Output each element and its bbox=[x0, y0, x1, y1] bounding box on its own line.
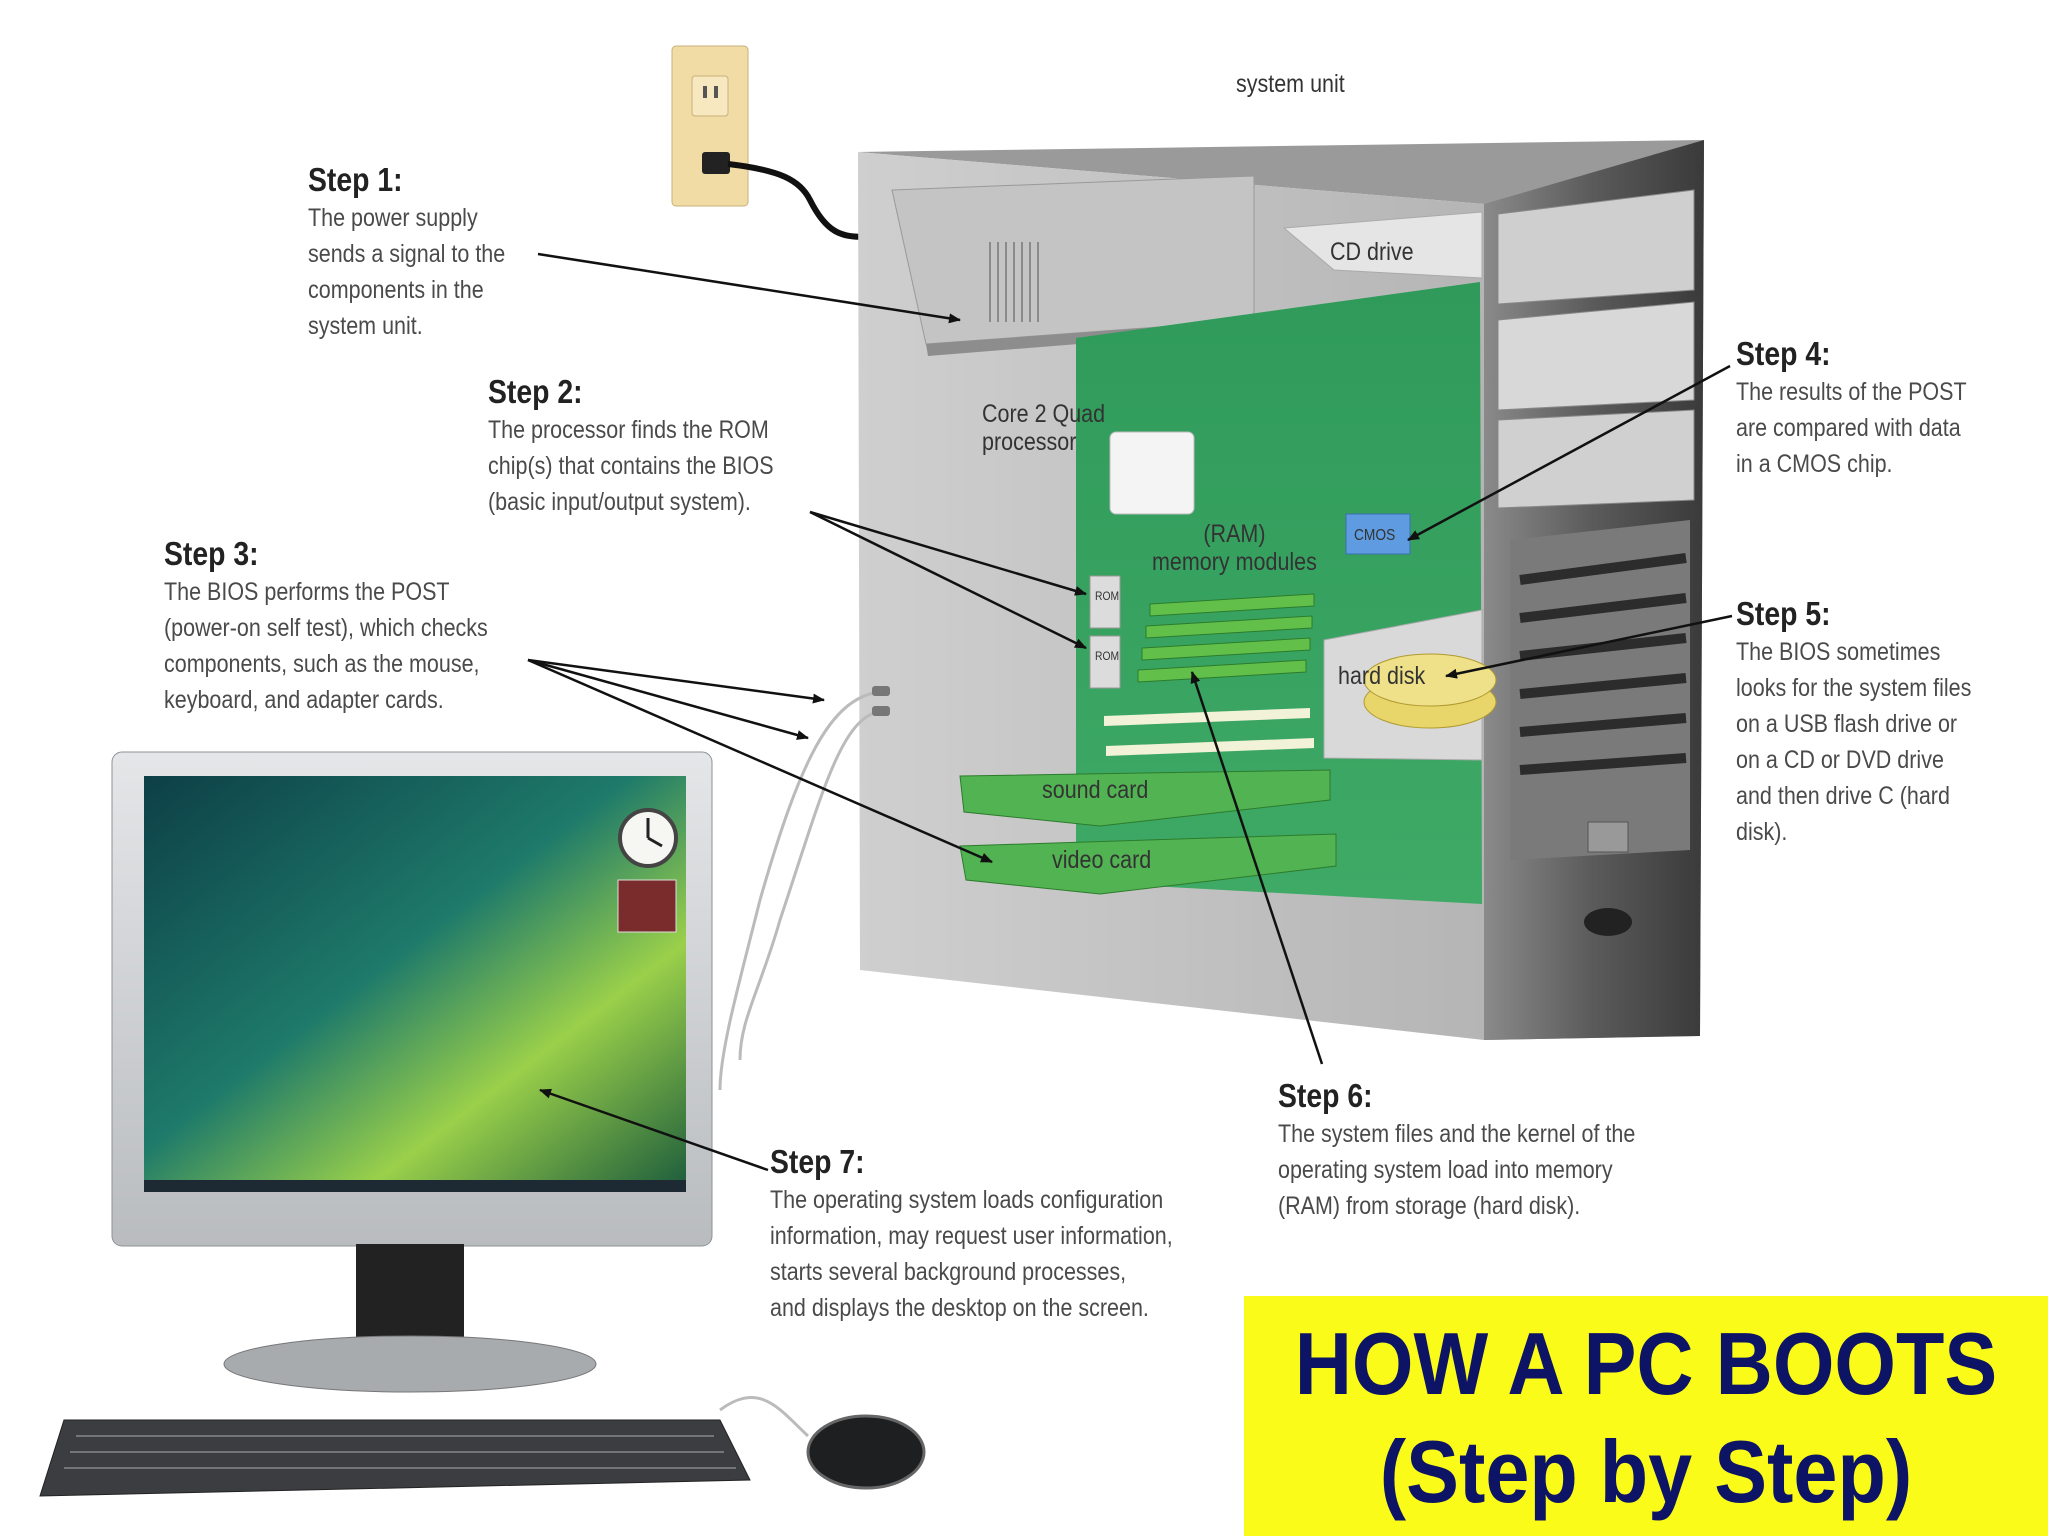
title-banner: HOW A PC BOOTS (Step by Step) bbox=[1244, 1296, 2048, 1536]
step-7-text: The operating system loads configuration… bbox=[770, 1186, 1173, 1322]
arrow-step-5 bbox=[1445, 614, 1733, 679]
arrow-step-1 bbox=[537, 252, 961, 324]
step-6-title: Step 6: bbox=[1278, 1077, 1373, 1114]
rom-chips bbox=[1089, 575, 1121, 689]
wall-outlet bbox=[671, 45, 749, 207]
arrow-step-2a bbox=[809, 510, 1087, 596]
step-2: Step 2: The processor finds the ROM chip… bbox=[488, 372, 908, 520]
adapter-cards bbox=[959, 769, 1337, 895]
hard-disk bbox=[1323, 609, 1497, 761]
video-card-label: video card bbox=[1052, 846, 1152, 874]
processor-chip bbox=[1109, 431, 1195, 515]
step-3-title: Step 3: bbox=[164, 535, 259, 572]
cmos-label: CMOS bbox=[1354, 527, 1396, 544]
step-7: Step 7: The operating system loads confi… bbox=[770, 1142, 1270, 1326]
step-1-title: Step 1: bbox=[308, 161, 403, 198]
step-5-text: The BIOS sometimes looks for the system … bbox=[1736, 638, 1972, 846]
step-1-text: The power supply sends a signal to the c… bbox=[308, 204, 506, 340]
desktop-screen bbox=[144, 776, 686, 1192]
step-2-text: The processor finds the ROM chip(s) that… bbox=[488, 416, 774, 516]
processor-label: Core 2 Quad processor bbox=[982, 400, 1106, 456]
arrow-step-3c bbox=[527, 658, 993, 864]
arrow-step-2b bbox=[809, 510, 1087, 650]
mouse bbox=[806, 1414, 926, 1490]
step-6: Step 6: The system files and the kernel … bbox=[1278, 1076, 1748, 1224]
keyboard bbox=[39, 1419, 751, 1497]
power-cord bbox=[727, 161, 873, 240]
cd-drive bbox=[1282, 211, 1483, 279]
ram-modules bbox=[1137, 593, 1315, 683]
arrow-step-4 bbox=[1407, 364, 1731, 542]
callout-arrows bbox=[527, 252, 1733, 1172]
title-line-1: HOW A PC BOOTS bbox=[1294, 1314, 1998, 1413]
ram-label: (RAM) memory modules bbox=[1152, 520, 1317, 576]
step-6-text: The system files and the kernel of the o… bbox=[1278, 1120, 1636, 1220]
step-4-text: The results of the POST are compared wit… bbox=[1736, 378, 1967, 478]
arrow-step-6 bbox=[1190, 671, 1324, 1065]
step-1: Step 1: The power supply sends a signal … bbox=[308, 160, 608, 344]
cd-drive-label: CD drive bbox=[1330, 238, 1414, 266]
arrow-step-7 bbox=[539, 1088, 769, 1172]
system-unit-label: system unit bbox=[1236, 70, 1345, 98]
hard-disk-label: hard disk bbox=[1338, 662, 1426, 690]
arrow-step-3a bbox=[527, 658, 825, 704]
arrow-step-3b bbox=[527, 658, 809, 740]
sound-card-label: sound card bbox=[1042, 776, 1149, 804]
step-3: Step 3: The BIOS performs the POST (powe… bbox=[164, 534, 584, 718]
step-2-title: Step 2: bbox=[488, 373, 583, 410]
rom-label-1: ROM bbox=[1095, 589, 1120, 603]
peripheral-cables bbox=[718, 690, 879, 1091]
step-4: Step 4: The results of the POST are comp… bbox=[1736, 334, 2048, 482]
step-5: Step 5: The BIOS sometimes looks for the… bbox=[1736, 594, 2046, 850]
rom-label-2: ROM bbox=[1095, 649, 1120, 663]
step-3-text: The BIOS performs the POST (power-on sel… bbox=[164, 578, 488, 714]
cmos-chip bbox=[1345, 513, 1411, 555]
title-line-2: (Step by Step) bbox=[1379, 1422, 1913, 1521]
step-5-title: Step 5: bbox=[1736, 595, 1831, 632]
step-4-title: Step 4: bbox=[1736, 335, 1831, 372]
monitor bbox=[111, 751, 713, 1393]
step-7-title: Step 7: bbox=[770, 1143, 865, 1180]
